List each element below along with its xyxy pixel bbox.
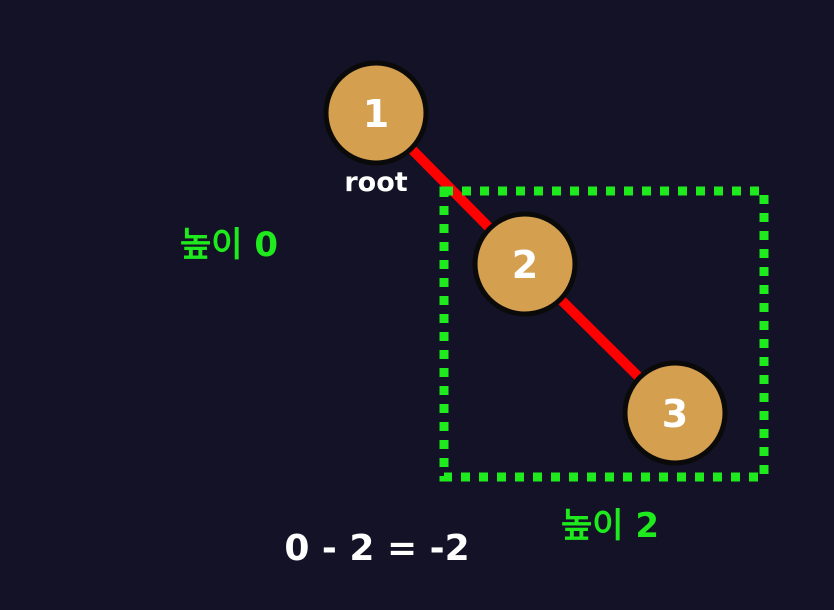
node-label: 3 — [662, 392, 688, 436]
subtree-highlight-box — [439, 186, 769, 482]
left-height-label: 높이 0 — [180, 225, 278, 265]
node-circle — [472, 211, 578, 317]
node-label: 1 — [363, 92, 389, 136]
tree-node-3: 3 — [622, 360, 728, 466]
root-caption: root — [344, 167, 407, 198]
node-circle — [323, 60, 429, 166]
node-circle — [622, 360, 728, 466]
node-label: 2 — [512, 243, 538, 287]
balance-formula: 0 - 2 = -2 — [284, 528, 469, 569]
subtree-height-label: 높이 2 — [561, 506, 659, 546]
tree-node-2: 2 — [472, 211, 578, 317]
tree-node-1: 1 — [323, 60, 429, 166]
